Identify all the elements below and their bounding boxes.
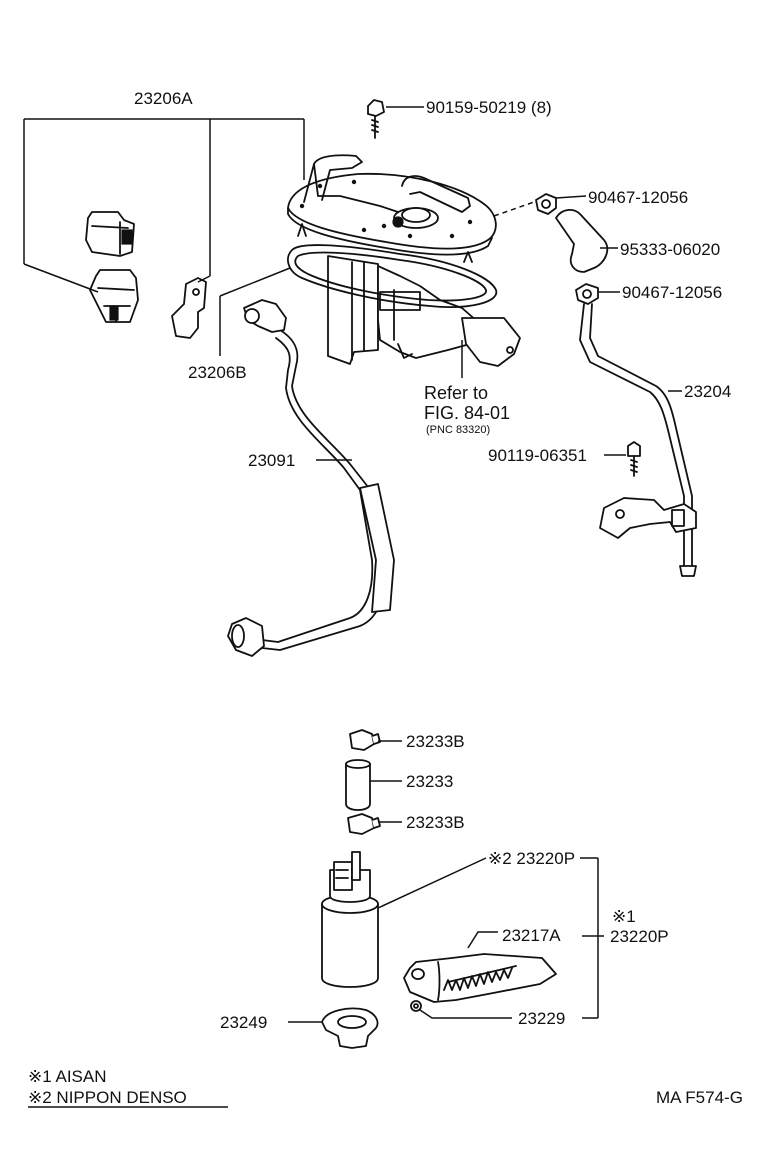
label-23204: 23204 (684, 382, 731, 401)
clamp-lower (575, 283, 599, 305)
label-23233B-bottom: 23233B (406, 813, 465, 832)
relay-lower (89, 269, 139, 323)
label-23206B: 23206B (188, 363, 247, 382)
relay-bracket (171, 277, 207, 339)
label-23217A: 23217A (502, 926, 561, 945)
label-95333-06020: 95333-06020 (620, 240, 720, 259)
label-23091: 23091 (248, 451, 295, 470)
label-90159-50219: 90159-50219 (8) (426, 98, 552, 117)
legend-nippon-denso: ※2 NIPPON DENSO (28, 1088, 187, 1107)
bracket-23249 (321, 1007, 379, 1049)
label-23229: 23229 (518, 1009, 565, 1028)
label-23220P-aisan: 23220P (610, 927, 669, 946)
clamp-23233B-top (349, 729, 381, 751)
fuel-sender-assembly (287, 154, 521, 367)
label-23233: 23233 (406, 772, 453, 791)
clamp-upper (535, 193, 557, 215)
clamp-23233B-bottom (347, 813, 381, 835)
vent-tube-23204 (579, 303, 697, 577)
legend-aisan: ※1 AISAN (28, 1067, 107, 1086)
screw-90119 (627, 441, 641, 477)
fuel-tube-23091 (227, 299, 395, 657)
screw-90159 (367, 99, 385, 139)
label-23220P-denso: ※2 23220P (488, 849, 575, 868)
filter-23217A (403, 953, 557, 1003)
label-90467-12056-upper: 90467-12056 (588, 188, 688, 207)
label-90467-12056-lower: 90467-12056 (622, 283, 722, 302)
label-mark-1: ※1 (612, 907, 636, 926)
leader-23206A (23, 118, 305, 293)
refer-figure: FIG. 84-01 (424, 403, 510, 423)
fuel-pump (321, 851, 379, 988)
hose-95333 (555, 209, 609, 273)
figure-code: MA F574-G (656, 1088, 743, 1107)
relay-upper (85, 211, 135, 257)
refer-pnc: (PNC 83320) (426, 424, 490, 436)
label-23206A: 23206A (134, 89, 193, 108)
hose-23233 (345, 759, 371, 811)
label-90119-06351: 90119-06351 (488, 446, 587, 465)
label-23233B-top: 23233B (406, 732, 465, 751)
label-23249: 23249 (220, 1013, 267, 1032)
clip-23229 (410, 1000, 422, 1012)
refer-to-line: Refer to (424, 383, 488, 403)
